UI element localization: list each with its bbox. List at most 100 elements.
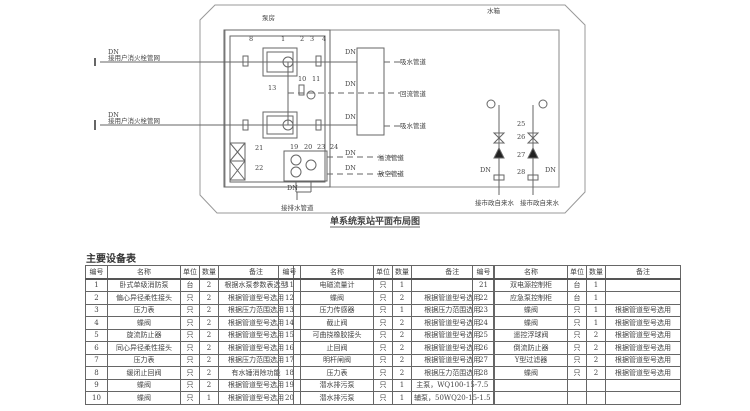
table-cell: 5	[85, 328, 108, 342]
table-cell: 1	[392, 303, 412, 317]
table-cell: 蝶阀	[107, 378, 181, 392]
table-cell: 压力传感器	[300, 303, 374, 317]
table-cell: 只	[180, 291, 200, 305]
table-cell: 蝶阀	[107, 391, 181, 405]
table-cell: 蝶阀	[494, 366, 568, 380]
table-cell	[605, 378, 681, 392]
column-header: 编号	[472, 265, 495, 280]
table-cell: 只	[180, 328, 200, 342]
table-cell: 2	[199, 291, 219, 305]
table-cell: 只	[567, 366, 587, 380]
table-cell: 遥控浮球阀	[494, 328, 568, 342]
table-cell: 19	[278, 378, 301, 392]
table-cell: 蝶阀	[494, 303, 568, 317]
table-row	[472, 378, 681, 392]
table-cell: 根据管道型号选用	[605, 303, 681, 317]
table-cell: 蝶阀	[107, 316, 181, 330]
table-cell: 14	[278, 316, 301, 330]
label-return: 回流管道	[400, 89, 427, 98]
label-user-hydrant-1: 接用户消火栓管网	[108, 53, 160, 62]
label-city-water-2: 接市政自来水	[520, 198, 560, 207]
table-cell: 双电源控制柜	[494, 278, 568, 292]
column-header: 编号	[278, 265, 301, 280]
table-cell: 旋流防止器	[107, 328, 181, 342]
table-cell: 只	[567, 316, 587, 330]
table-cell: 台	[567, 291, 587, 305]
table-cell: 26	[472, 341, 495, 355]
table-cell: 2	[199, 378, 219, 392]
table-cell: 25	[472, 328, 495, 342]
label-tank: 水箱	[487, 6, 501, 15]
table-cell: 卧式单级消防泵	[107, 278, 181, 292]
table-cell: 只	[373, 378, 393, 392]
table-cell: 2	[199, 278, 219, 292]
label-dn: DN	[545, 166, 556, 174]
table-cell: 2	[392, 341, 412, 355]
table-cell: 7	[85, 353, 108, 367]
table-cell: 2	[392, 328, 412, 342]
table-cell: 止回阀	[300, 341, 374, 355]
label-dn: DN	[480, 166, 491, 174]
table-cell	[494, 391, 568, 405]
table-cell: 2	[199, 366, 219, 380]
table-cell: 只	[373, 341, 393, 355]
table-cell: 台	[180, 278, 200, 292]
label-dn: DN	[345, 48, 356, 56]
table-cell: 只	[373, 303, 393, 317]
table-cell: 根据管道型号选用	[605, 328, 681, 342]
table-cell: 9	[85, 378, 108, 392]
table-cell: 2	[392, 366, 412, 380]
label-dn: DN	[287, 184, 298, 192]
label-dn: DN	[108, 111, 119, 119]
table-cell: 倒流防止器	[494, 341, 568, 355]
table-cell: 15	[278, 328, 301, 342]
callout: 22	[255, 164, 263, 172]
table-cell: 同心异径柔性接头	[107, 341, 181, 355]
callout: 24	[330, 143, 338, 151]
table-cell: 截止阀	[300, 316, 374, 330]
table-cell: 只	[373, 366, 393, 380]
table-cell: 2	[586, 341, 606, 355]
label-sump-drain: 接排水管道	[281, 203, 314, 212]
table-cell	[472, 391, 495, 405]
callout: 4	[322, 35, 326, 43]
table-cell: 潜水排污泵	[300, 391, 374, 405]
table-cell: 只	[567, 341, 587, 355]
label-dn: DN	[345, 149, 356, 157]
column-header: 数量	[586, 265, 606, 280]
water-tank	[224, 29, 560, 188]
table-cell: 只	[373, 278, 393, 292]
table-cell	[605, 291, 681, 305]
column-header: 备注	[605, 265, 681, 280]
callout: 13	[268, 84, 276, 92]
table-title: 主要设备表	[86, 254, 136, 265]
callout: 21	[255, 144, 263, 152]
column-header: 单位	[180, 265, 200, 280]
table-cell: 2	[199, 316, 219, 330]
table-cell: 蝶阀	[300, 291, 374, 305]
city-water-inlet-valves	[486, 99, 548, 195]
table-cell: 压力表	[107, 303, 181, 317]
table-cell: 台	[567, 278, 587, 292]
table-cell: 1	[586, 303, 606, 317]
label-dn: DN	[345, 80, 356, 88]
table-cell: 只	[180, 378, 200, 392]
table-cell: 2	[199, 341, 219, 355]
callout: 1	[281, 35, 285, 43]
